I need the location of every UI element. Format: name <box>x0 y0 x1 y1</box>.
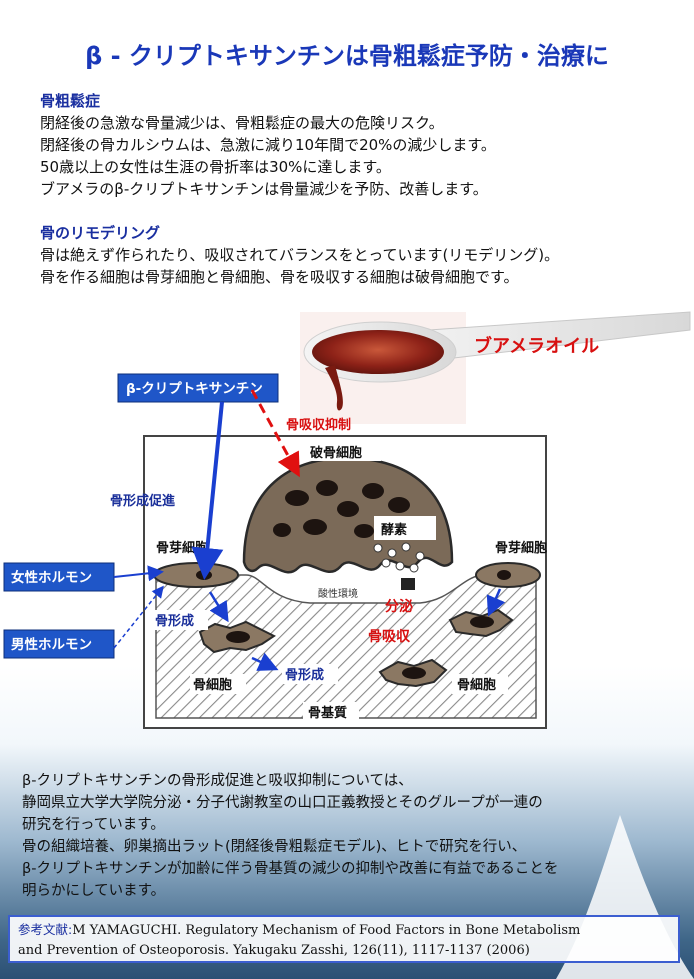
female-hormone-box <box>3 562 115 592</box>
osteoblast-left-label: 骨芽細胞 <box>156 540 208 556</box>
enzyme-label: 酵素 <box>381 522 407 538</box>
secretion-label: 分泌 <box>385 598 413 615</box>
osteoclast-cell <box>242 456 454 574</box>
oil-spoon-image <box>300 311 691 424</box>
osteoporosis-line: ブアメラのβ-クリプトキサンチンは骨量減少を予防、改善します。 <box>40 180 488 198</box>
osteoblast-right-label: 骨芽細胞 <box>495 540 547 556</box>
remodeling-line: 骨を作る細胞は骨芽細胞と骨細胞、骨を吸収する細胞は破骨細胞です。 <box>40 268 519 286</box>
osteocyte-right-label: 骨細胞 <box>457 677 496 693</box>
promotion-arrow <box>191 401 224 580</box>
reference-line-2: and Prevention of Osteoporosis. Yakugaku… <box>18 943 530 958</box>
research-line: 静岡県立大学大学院分泌・分子代謝教室の山口正義教授とそのグループが一連の <box>22 795 543 811</box>
female-hormone-arrow <box>113 565 164 582</box>
bone-matrix-label: 骨基質 <box>308 705 347 721</box>
acid-environment-label: 酸性環境 <box>318 587 358 600</box>
cryptoxanthin-label: β-クリプトキサンチン <box>126 381 263 397</box>
osteocyte-cell <box>198 620 276 654</box>
remodeling-line: 骨は絶えず作られたり、吸収されてバランスをとっています(リモデリング)。 <box>40 246 560 264</box>
osteoporosis-heading: 骨粗鬆症 <box>40 92 101 110</box>
male-hormone-box <box>3 629 115 659</box>
male-hormone-label: 男性ホルモン <box>11 636 92 653</box>
reference-label: 参考文献: <box>18 922 73 937</box>
osteoblast-right-cell <box>475 562 541 588</box>
intro-section: 骨粗鬆症 閉経後の急激な骨量減少は、骨粗鬆症の最大の危険リスク。 閉経後の骨カル… <box>40 90 680 288</box>
reference-line-1: M YAMAGUCHI. Regulatory Mechanism of Foo… <box>72 923 581 938</box>
formation-arrow <box>251 652 279 671</box>
osteocyte-left-label: 骨細胞 <box>193 677 232 693</box>
osteoporosis-line: 50歳以上の女性は生涯の骨折率は30%に達します。 <box>40 158 391 176</box>
oil-label: ブアメラオイル <box>474 335 599 357</box>
reference-box: 参考文献:M YAMAGUCHI. Regulatory Mechanism o… <box>8 915 680 963</box>
bone-formation-promotion-label: 骨形成促進 <box>110 493 175 509</box>
osteoporosis-line: 閉経後の骨カルシウムは、急激に減り10年間で20%の減少します。 <box>40 136 496 154</box>
osteoblast-left-cell <box>153 562 239 588</box>
bone-formation-label: 骨形成 <box>155 613 194 629</box>
research-line: β-クリプトキサンチンの骨形成促進と吸収抑制については、 <box>22 773 413 789</box>
osteoclast-label: 破骨細胞 <box>310 445 362 461</box>
remodeling-heading: 骨のリモデリング <box>40 224 161 242</box>
research-summary: β-クリプトキサンチンの骨形成促進と吸収抑制については、 静岡県立大学大学院分泌… <box>22 770 682 902</box>
female-hormone-label: 女性ホルモン <box>11 569 92 586</box>
research-line: 明らかにしています。 <box>22 883 166 899</box>
male-hormone-arrow <box>113 585 164 649</box>
osteoporosis-line: 閉経後の急激な骨量減少は、骨粗鬆症の最大の危険リスク。 <box>40 114 444 132</box>
cryptoxanthin-box <box>117 373 279 403</box>
resorption-label: 骨吸収 <box>368 628 411 645</box>
research-line: 研究を行っています。 <box>22 817 165 833</box>
research-line: 骨の組織培養、卵巣摘出ラット(閉経後骨粗鬆症モデル)、ヒトで研究を行い、 <box>22 839 527 855</box>
resorption-suppression-label: 骨吸収抑制 <box>286 417 351 433</box>
formation-arrow <box>486 588 506 617</box>
bone-formation-label: 骨形成 <box>285 667 324 683</box>
page-title: β - クリプトキサンチンは骨粗鬆症予防・治療に <box>85 42 609 70</box>
research-line: β-クリプトキサンチンが加齢に伴う骨基質の減少の抑制や改善に有益であることを <box>22 861 559 877</box>
formation-arrow <box>208 591 229 623</box>
osteocyte-cell <box>378 658 448 688</box>
